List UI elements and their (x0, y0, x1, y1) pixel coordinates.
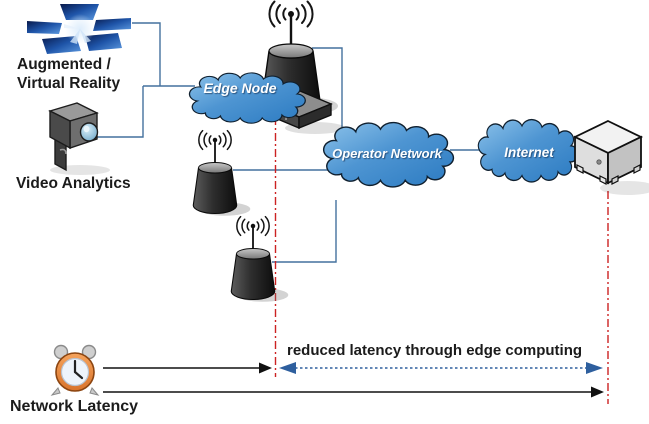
connector-camera (95, 86, 144, 138)
latency-arrows (103, 362, 604, 398)
alarm-clock-icon (50, 344, 100, 396)
edge-node-label: Edge Node (203, 80, 277, 96)
reduced-latency-annotation: reduced latency through edge computing (287, 342, 583, 359)
network-latency-label: Network Latency (10, 398, 139, 415)
operator-network-label: Operator Network (332, 146, 442, 161)
arrowhead-left (279, 362, 296, 374)
connector-edge-tower-operator (312, 47, 343, 140)
cave-display-icon (27, 4, 131, 54)
arrowhead-right (586, 362, 603, 374)
ar-vr-label-line1: Augmented / (17, 56, 111, 73)
ar-vr-label: Augmented / Virtual Reality (17, 56, 120, 93)
cctv-camera-icon (48, 102, 110, 175)
server-box-icon (572, 119, 649, 195)
video-analytics-label: Video Analytics (16, 175, 131, 192)
connector-lines (95, 22, 482, 263)
internet-label: Internet (504, 145, 554, 160)
antenna-tower-icon (230, 215, 290, 303)
ar-vr-label-line2: Virtual Reality (17, 74, 121, 92)
arrowhead (259, 362, 272, 374)
connector-tower3-operator (272, 200, 337, 263)
arrowhead (591, 386, 604, 398)
latency-markers (274, 117, 609, 404)
antenna-tower-icon (192, 129, 252, 217)
connector-arvr (132, 22, 161, 86)
